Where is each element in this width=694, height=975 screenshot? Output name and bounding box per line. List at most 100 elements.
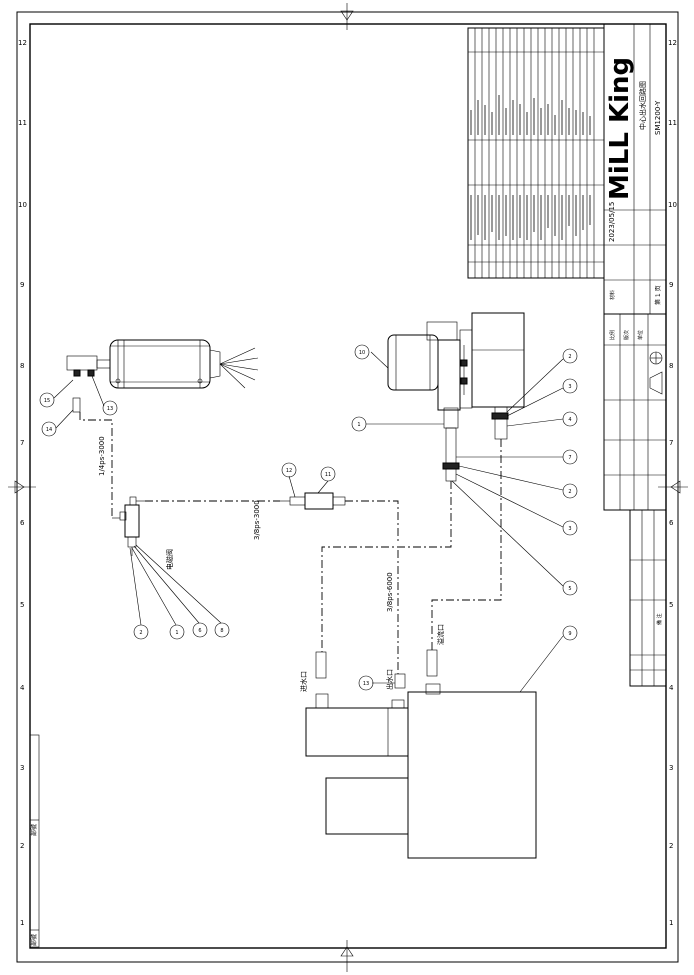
zone-3: 3 <box>20 764 24 772</box>
pump-motor <box>387 312 525 482</box>
left-box-top-label: 部號 <box>30 824 38 836</box>
svg-text:3: 3 <box>568 526 571 532</box>
drawing-date: 2023/05/15 <box>608 202 616 242</box>
svg-text:13: 13 <box>107 406 113 412</box>
zone-r2: 2 <box>669 842 673 850</box>
zone-r1: 1 <box>669 919 673 927</box>
zone-5: 5 <box>20 601 24 609</box>
inner-border <box>29 23 667 949</box>
zone-8: 8 <box>20 362 24 370</box>
revision-label: 版次 <box>623 330 630 340</box>
bom-text-strokes <box>470 95 591 240</box>
balloon-3-top <box>562 378 578 394</box>
balloon-12 <box>281 462 297 478</box>
zone-6: 6 <box>20 519 25 527</box>
scale-label: 比例 <box>609 330 616 340</box>
solenoid-label: 电磁阀 <box>165 549 174 570</box>
svg-text:11: 11 <box>325 472 331 478</box>
pipe-labels: 1/4ps-3000 3/8ps-3000 3/8ps-6000 电磁阀 进水口… <box>98 436 445 692</box>
svg-text:6: 6 <box>198 628 201 634</box>
spindle-assembly <box>66 339 259 413</box>
drawing-title: 中心出水回路图 <box>638 81 647 130</box>
zone-11: 11 <box>18 119 27 127</box>
solenoid-valve <box>112 496 145 556</box>
zone-r3: 3 <box>669 764 673 772</box>
balloon-9 <box>562 625 578 641</box>
title-block: MiLL King 中心出水回路图 SM1200-Y 2023/05/15 第 … <box>467 23 667 687</box>
zone-9: 9 <box>20 281 24 289</box>
balloon-13 <box>102 400 118 416</box>
svg-text:9: 9 <box>568 631 571 637</box>
balloon-7 <box>562 449 578 465</box>
balloon-11 <box>320 466 336 482</box>
svg-text:12: 12 <box>286 468 292 474</box>
svg-text:14: 14 <box>46 427 52 433</box>
balloons: 10 1 2 3 4 7 2 3 5 9 12 11 <box>39 344 578 693</box>
balloon-2-left <box>133 624 149 640</box>
balloon-8-left <box>214 622 230 638</box>
svg-text:10: 10 <box>359 350 365 356</box>
zone-r10: 10 <box>668 201 677 209</box>
zone-4: 4 <box>20 684 25 692</box>
zone-r7: 7 <box>669 439 673 447</box>
svg-text:7: 7 <box>568 455 571 461</box>
svg-text:13: 13 <box>363 681 369 687</box>
left-label-boxes: 部號 部號 <box>29 734 40 948</box>
svg-text:1: 1 <box>175 630 178 636</box>
zone-r11: 11 <box>668 119 677 127</box>
bom-grid <box>468 28 604 278</box>
zone-7: 7 <box>20 439 24 447</box>
left-box-bottom-label: 部號 <box>30 934 38 946</box>
balloon-14 <box>41 421 57 437</box>
balloon-1-left <box>169 624 185 640</box>
balloon-6-left <box>192 622 208 638</box>
zone-10: 10 <box>18 201 27 209</box>
svg-text:2: 2 <box>568 354 571 360</box>
svg-text:8: 8 <box>220 628 223 634</box>
svg-text:15: 15 <box>44 398 50 404</box>
centering-marks <box>8 3 688 972</box>
zone-r4: 4 <box>669 684 674 692</box>
zone-2: 2 <box>20 842 24 850</box>
balloon-2-top <box>562 348 578 364</box>
tank-fittings <box>315 649 438 689</box>
piping <box>79 412 502 674</box>
svg-text:2: 2 <box>568 489 571 495</box>
balloon-13-outlet <box>358 675 374 691</box>
balloon-4-top <box>562 411 578 427</box>
border-zone-numbers: 1 2 3 4 5 6 7 8 9 10 11 12 1 2 3 4 5 6 7… <box>18 39 677 927</box>
balloon-5 <box>562 580 578 596</box>
pipe-label-3-8ps-6000: 3/8ps-6000 <box>386 572 394 612</box>
inlet-label: 进水口 <box>299 671 308 692</box>
unit-label: 单位 <box>637 330 644 340</box>
zone-r8: 8 <box>669 362 673 370</box>
svg-text:3: 3 <box>568 384 571 390</box>
material-label: 材料 <box>609 290 616 300</box>
svg-text:4: 4 <box>568 417 571 423</box>
pipe-label-3-8ps-3000: 3/8ps-3000 <box>253 500 261 540</box>
water-tank <box>305 683 537 859</box>
brand-logo: MiLL King <box>605 57 635 200</box>
zone-r9: 9 <box>669 281 673 289</box>
balloon-1-pump <box>351 416 367 432</box>
zone-r12: 12 <box>668 39 677 47</box>
svg-text:1: 1 <box>357 422 360 428</box>
zone-r5: 5 <box>669 601 673 609</box>
zone-1: 1 <box>20 919 24 927</box>
sheet-number: 第 1 页 <box>654 285 662 305</box>
inline-filter <box>280 492 346 510</box>
zone-12: 12 <box>18 39 27 47</box>
balloon-3-mid <box>562 520 578 536</box>
svg-text:5: 5 <box>568 586 571 592</box>
outer-border <box>16 11 679 963</box>
balloon-motor <box>354 344 370 360</box>
remark-label: 備 注 <box>656 613 663 625</box>
balloon-2-mid <box>562 483 578 499</box>
svg-text:2: 2 <box>139 630 142 636</box>
model-number: SM1200-Y <box>654 100 662 135</box>
outlet-label: 出水口 <box>385 669 394 690</box>
zone-r6: 6 <box>669 519 674 527</box>
balloon-15 <box>39 392 55 408</box>
overflow-label: 溢流口 <box>436 624 445 645</box>
